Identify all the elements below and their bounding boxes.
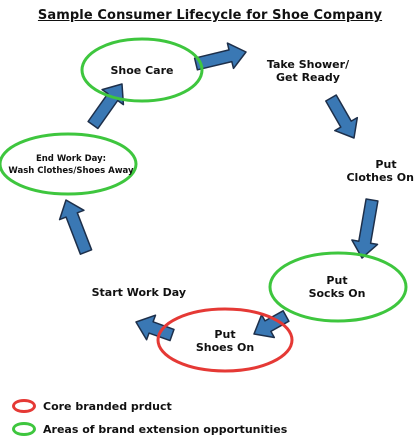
arrow-end-to-shoe-care-icon [87,83,125,130]
node-shoe-care-line1: Shoe Care [110,64,174,77]
legend-core: Core branded prduct [12,396,287,416]
node-start-work-day: Start Work Day [6,286,186,299]
legend-extension-swatch-icon [12,422,36,436]
legend-extension: Areas of brand extension opportunities [12,419,287,439]
node-end-work-day-line1: End Work Day: [35,154,107,164]
node-shoe-care: Shoe Care [88,64,196,77]
node-put-clothes-on-line2: Clothes On [346,171,414,184]
diagram-title: Sample Consumer Lifecycle for Shoe Compa… [37,8,383,23]
arrow-shoe-care-to-shower-icon [193,42,247,71]
node-take-shower-line1: Take Shower/ [266,58,350,71]
node-take-shower-line2: Get Ready [276,71,340,84]
node-put-socks-on-line2: Socks On [308,287,366,300]
legend-extension-label: Areas of brand extension opportunities [43,422,288,436]
ellipse-socks-on [268,251,408,323]
node-take-shower: Take Shower/ Get Ready [248,58,368,84]
node-put-shoes-on-line1: Put [214,328,236,341]
node-put-socks-on-line1: Put [326,274,348,287]
arrows-group [58,42,379,342]
ellipse-end-work-day [0,132,138,196]
arrow-shoes-to-start-icon [135,314,175,342]
legend-core-swatch-icon [12,399,36,413]
node-end-work-day: End Work Day: Wash Clothes/Shoes Away [4,153,138,177]
ellipse-shoe-care [80,37,204,103]
node-put-clothes-on: Put Clothes On [334,158,414,184]
legend-core-label: Core branded prduct [43,399,172,413]
arrow-shower-to-clothes-icon [325,94,359,139]
arrow-clothes-to-socks-icon [351,198,379,259]
node-start-work-day-line1: Start Work Day [91,286,186,299]
arrow-start-to-end-icon [58,199,93,255]
ellipses-group [0,37,408,373]
node-put-socks-on: Put Socks On [282,274,392,300]
ellipse-shoes-on [156,307,294,373]
node-put-clothes-on-line1: Put [375,158,397,171]
legend: Core branded prduct Areas of brand exten… [12,396,287,442]
node-end-work-day-line2: Wash Clothes/Shoes Away [8,166,134,176]
arrow-socks-to-shoes-icon [253,310,290,339]
node-put-shoes-on: Put Shoes On [170,328,280,354]
node-put-shoes-on-line2: Shoes On [195,341,255,354]
